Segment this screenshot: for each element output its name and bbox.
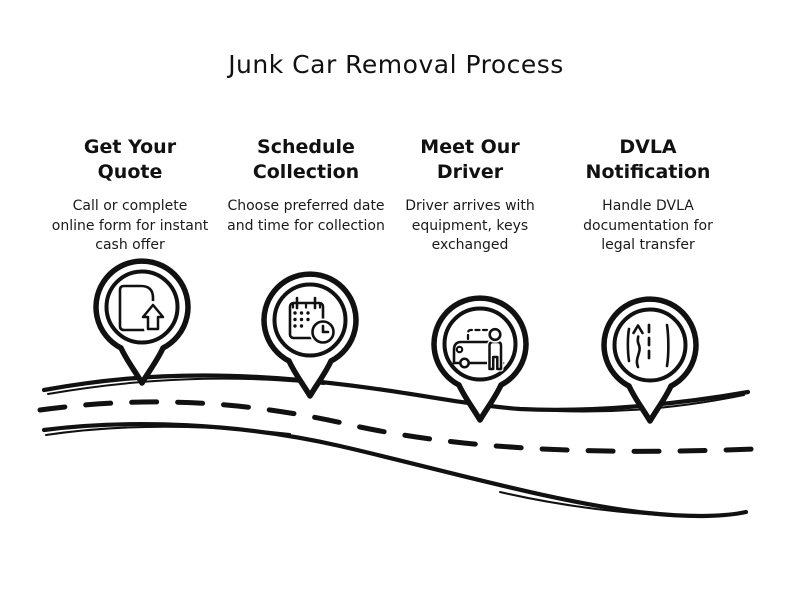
pin-inner-circle: [272, 282, 348, 358]
step-quote: Get Your Quote Call or complete online f…: [30, 135, 230, 256]
map-pin-driver: [431, 295, 529, 423]
step-quote-heading: Get Your Quote: [83, 136, 177, 183]
step-schedule: Schedule Collection Choose preferred dat…: [206, 135, 406, 236]
step-dvla-description: Handle DVLA documentation for legal tran…: [583, 198, 713, 253]
road-center-dashed-line: [37, 399, 757, 454]
map-pin-dvla: [601, 296, 699, 424]
pin-inner-circle: [104, 269, 180, 345]
map-pin-schedule: [261, 271, 359, 399]
calendar-clock-icon: [288, 296, 337, 346]
step-driver: Meet Our Driver Driver arrives with equi…: [370, 135, 570, 256]
map-pin-quote: [93, 258, 191, 386]
road-bottom-edge-sketch-right: [499, 491, 701, 518]
document-upload-icon: [118, 284, 167, 333]
road-bottom-edge: [41, 422, 749, 519]
step-driver-description: Driver arrives with equipment, keys exch…: [405, 198, 535, 253]
road-top-edge-sketch: [47, 377, 325, 395]
step-schedule-description: Choose preferred date and time for colle…: [227, 198, 385, 234]
step-quote-description: Call or complete online form for instant…: [51, 198, 209, 253]
step-schedule-heading: Schedule Collection: [252, 136, 360, 183]
road-bottom-edge-sketch: [45, 425, 291, 436]
step-driver-heading: Meet Our Driver: [420, 136, 520, 183]
road-top-edge-sketch-right: [555, 394, 745, 413]
car-person-icon: [452, 326, 505, 372]
page-title: Junk Car Removal Process: [228, 50, 564, 79]
step-dvla: DVLA Notification Handle DVLA documentat…: [546, 135, 750, 256]
road-lanes-icon: [626, 323, 670, 369]
step-dvla-heading: DVLA Notification: [585, 136, 711, 183]
